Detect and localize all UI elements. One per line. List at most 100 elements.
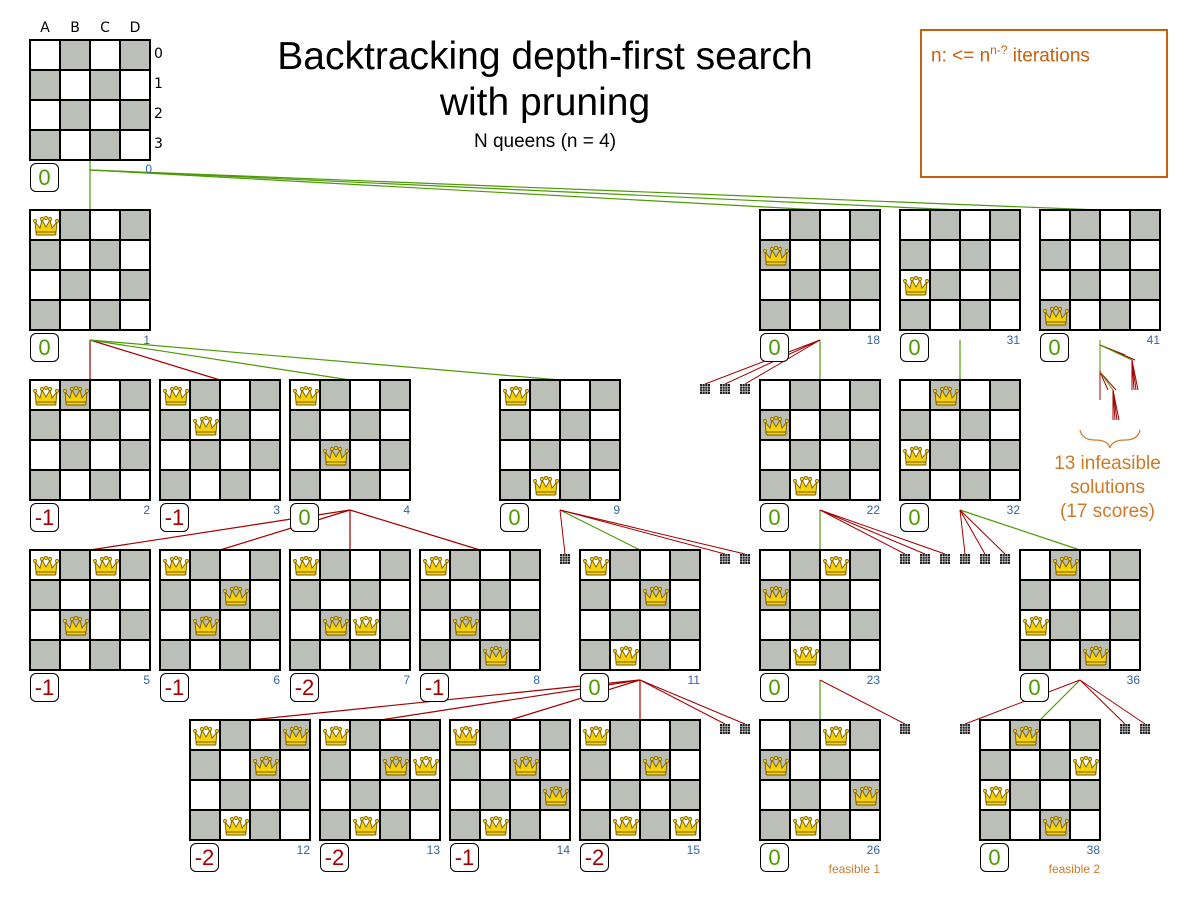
board-cell <box>90 40 120 70</box>
pruned-edge <box>819 509 946 555</box>
board-cell <box>590 380 620 410</box>
board-cell <box>320 380 350 410</box>
board-cell <box>1020 550 1050 580</box>
board-cell <box>280 810 310 840</box>
board-cell <box>760 440 790 470</box>
board-cell <box>250 410 280 440</box>
board-cell <box>60 470 90 500</box>
queen-icon <box>763 416 789 436</box>
pruned-board-icon <box>960 724 970 734</box>
board-node-11 <box>579 549 701 671</box>
board-cell <box>450 550 480 580</box>
board-cell <box>350 440 380 470</box>
tree-edge <box>89 169 1101 211</box>
node-id-label: 12 <box>296 843 310 857</box>
board-cell <box>790 580 820 610</box>
collapsed-subtree-edge <box>1099 344 1133 361</box>
board-cell <box>1070 750 1100 780</box>
pruned-edge <box>819 509 926 555</box>
board-cell <box>380 750 410 780</box>
board-cell <box>160 550 190 580</box>
board-cell <box>760 410 790 440</box>
node-id-label: 1 <box>143 333 150 347</box>
board-cell <box>120 240 150 270</box>
board-cell <box>250 720 280 750</box>
board-cell <box>380 410 410 440</box>
board-cell <box>30 470 60 500</box>
board-node-12 <box>189 719 311 841</box>
queen-icon <box>793 646 819 666</box>
collapsed-subtree-edge <box>1112 389 1120 421</box>
queen-icon <box>823 726 849 746</box>
board-cell <box>760 720 790 750</box>
pruned-board-icon <box>920 554 930 564</box>
board-cell <box>1040 780 1070 810</box>
feasible-label: feasible 1 <box>828 862 880 876</box>
board-cell <box>1070 810 1100 840</box>
pruned-edge <box>744 339 821 385</box>
pruned-edge <box>559 509 566 555</box>
queen-icon <box>33 556 59 576</box>
board-cell <box>480 550 510 580</box>
board-cell <box>670 610 700 640</box>
board-cell <box>1130 300 1160 330</box>
board-node-7 <box>289 549 411 671</box>
board-cell <box>850 210 880 240</box>
board-cell <box>580 550 610 580</box>
board-cell <box>930 270 960 300</box>
board-cell <box>90 410 120 440</box>
queen-icon <box>983 786 1009 806</box>
board-cell <box>250 640 280 670</box>
node-id-label: 18 <box>866 333 880 347</box>
board-cell <box>820 580 850 610</box>
row-label-1: 1 <box>154 76 163 92</box>
board-cell <box>90 470 120 500</box>
board-cell <box>510 720 540 750</box>
score-badge: 0 <box>900 333 929 362</box>
board-cell <box>380 810 410 840</box>
board-cell <box>580 610 610 640</box>
board-cell <box>120 300 150 330</box>
board-cell <box>500 470 530 500</box>
board-cell <box>1070 720 1100 750</box>
board-cell <box>990 270 1020 300</box>
board-cell <box>930 240 960 270</box>
board-cell <box>1010 810 1040 840</box>
score-badge: 0 <box>760 503 789 532</box>
board-cell <box>450 720 480 750</box>
board-cell <box>420 640 450 670</box>
board-cell <box>1100 270 1130 300</box>
score-badge: 0 <box>980 843 1009 872</box>
board-cell <box>120 130 150 160</box>
board-cell <box>350 780 380 810</box>
node-id-label: 36 <box>1126 673 1140 687</box>
pruned-edge <box>819 509 906 555</box>
board-cell <box>1130 270 1160 300</box>
board-cell <box>500 410 530 440</box>
pruned-board-icon <box>720 384 730 394</box>
board-cell <box>90 240 120 270</box>
board-cell <box>990 380 1020 410</box>
board-node-41 <box>1039 209 1161 331</box>
board-cell <box>610 780 640 810</box>
board-cell <box>1010 780 1040 810</box>
board-cell <box>90 300 120 330</box>
board-cell <box>30 300 60 330</box>
board-cell <box>610 580 640 610</box>
board-node-8 <box>419 549 541 671</box>
board-cell <box>380 780 410 810</box>
board-cell <box>850 750 880 780</box>
board-cell <box>530 380 560 410</box>
score-badge: 0 <box>290 503 319 532</box>
board-cell <box>1040 720 1070 750</box>
board-cell <box>320 750 350 780</box>
node-id-label: 8 <box>533 673 540 687</box>
pruned-board-icon <box>980 554 990 564</box>
queen-icon <box>533 476 559 496</box>
board-cell <box>610 640 640 670</box>
board-cell <box>1050 580 1080 610</box>
board-cell <box>280 780 310 810</box>
board-cell <box>540 720 570 750</box>
pruned-board-icon <box>1140 724 1150 734</box>
queen-icon <box>1053 556 1079 576</box>
